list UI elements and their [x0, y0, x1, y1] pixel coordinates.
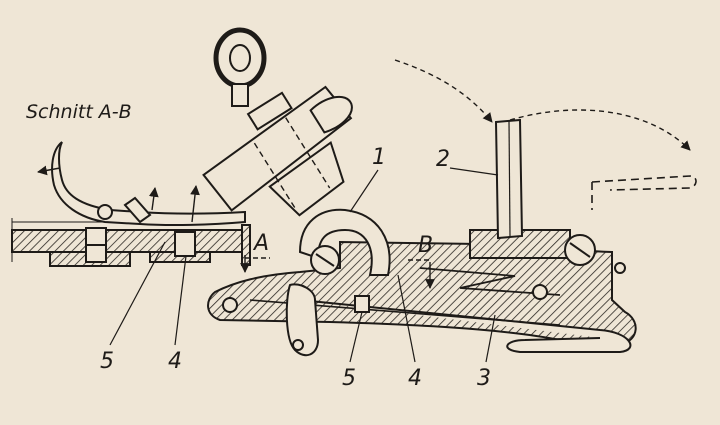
spring-bar: [299, 299, 632, 353]
section-plate: [11, 229, 243, 253]
label-part-2: 2: [436, 147, 450, 172]
moved-position-outline: [591, 175, 697, 210]
hook-part: [298, 208, 391, 276]
upper-housing: [202, 85, 353, 217]
vertical-plate: [241, 224, 251, 266]
small-pin: [354, 295, 370, 313]
label-part-3: 3: [477, 366, 491, 391]
section-view-a-b: [11, 141, 246, 346]
section-lever: [51, 141, 246, 227]
section-mark-b: B: [418, 233, 433, 258]
lower-lever: [285, 283, 320, 357]
section-mark-a: A: [252, 231, 269, 256]
mechanism-view: [202, 27, 697, 363]
section-label: Schnitt A-B: [26, 101, 132, 123]
label-part-5-right: 5: [342, 366, 356, 391]
label-part-4-left: 4: [168, 349, 182, 374]
label-part-1: 1: [372, 145, 386, 170]
section-pin: [174, 231, 196, 257]
label-part-5-left: 5: [100, 349, 114, 374]
label-part-4-right: 4: [408, 366, 422, 391]
